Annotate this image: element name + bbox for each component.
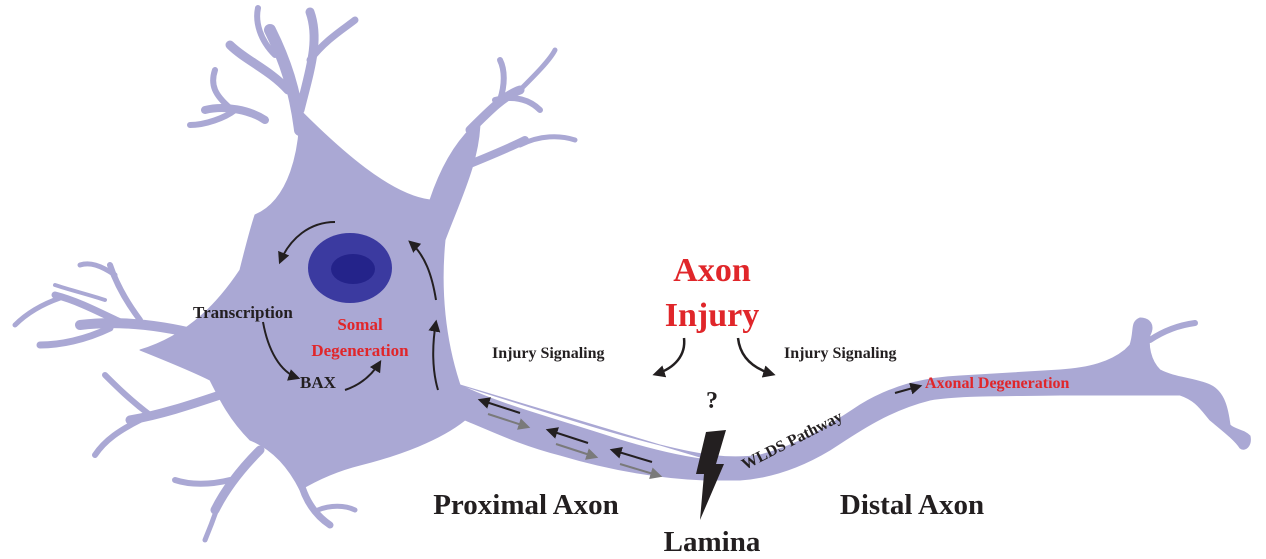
bax-label: BAX [300,373,337,392]
injury-signaling-left-label: Injury Signaling [492,345,604,362]
distal-axon-label: Distal Axon [840,489,984,521]
axonal-degeneration-label: Axonal Degeneration [925,375,1070,392]
injury-signaling-right-label: Injury Signaling [784,345,896,362]
arrow-injury-left [656,338,684,374]
question-mark: ? [706,388,718,414]
somal-label-line2: Degeneration [311,341,409,360]
nucleus-inner [331,254,375,284]
injury-signaling-arrows [656,338,772,374]
lamina-label: Lamina [664,526,761,558]
arrow-injury-right [738,338,772,374]
proximal-axon-label: Proximal Axon [433,489,619,521]
neuron-cell [15,8,1250,540]
title-line2: Injury [665,297,759,334]
soma [140,110,710,490]
somal-label-line1: Somal [337,315,383,334]
transcription-label: Transcription [193,303,293,322]
title-line1: Axon [673,252,751,289]
